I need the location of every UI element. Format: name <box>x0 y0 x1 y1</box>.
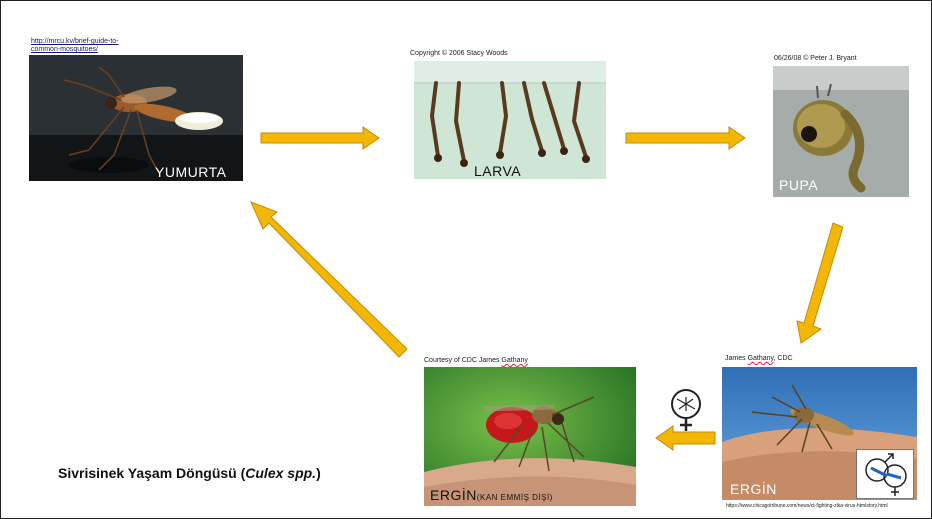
arrow-larva-to-pupa <box>625 126 746 150</box>
pupa-label: PUPA <box>779 177 819 193</box>
arrow-adult-to-female <box>655 425 716 451</box>
larva-photo: LARVA <box>414 61 606 179</box>
arrow-female-to-egg <box>250 201 408 358</box>
arrow-pupa-to-adult <box>796 222 844 344</box>
female-photo: ERGİN(KAN EMMİŞ DİŞİ) <box>424 367 636 506</box>
pupa-photo: PUPA <box>773 66 909 197</box>
female-label: ERGİN(KAN EMMİŞ DİŞİ) <box>430 487 553 503</box>
female-credit: Courtesy of CDC James Gathany <box>424 357 528 364</box>
egg-credit[interactable]: http://mrcu.kv/brief-guide-to-common-mos… <box>31 38 119 53</box>
adult-source[interactable]: https://www.chicagotribune.com/news/ct-f… <box>726 503 888 509</box>
female-symbol-icon <box>667 387 705 433</box>
adult-label: ERGİN <box>730 481 777 497</box>
egg-photo: YUMURTA <box>29 55 243 181</box>
male-female-symbol-icon <box>856 449 914 499</box>
pupa-credit: 06/26/08 © Peter J. Bryant <box>774 55 857 62</box>
egg-label: YUMURTA <box>155 164 227 180</box>
larva-credit: Copyright © 2006 Stacy Woods <box>410 50 508 57</box>
adult-credit: James Gathany, CDC <box>725 355 793 362</box>
larva-label: LARVA <box>474 163 522 179</box>
diagram-title: Sivrisinek Yaşam Döngüsü (Culex spp.) <box>58 465 321 481</box>
arrow-egg-to-larva <box>260 126 380 150</box>
adult-photo: ERGİN <box>722 367 917 500</box>
